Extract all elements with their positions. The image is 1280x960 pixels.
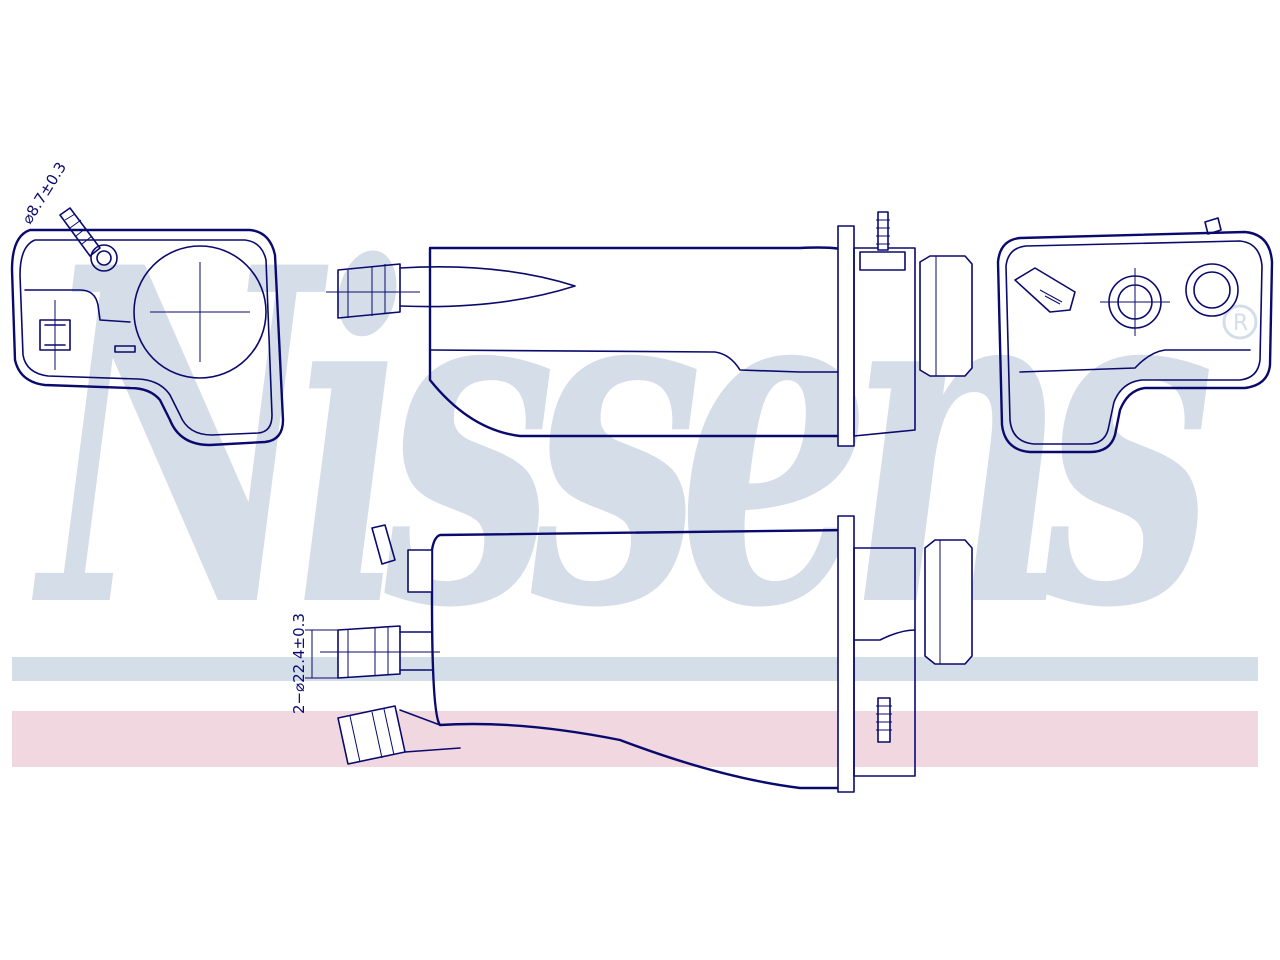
- outlet-diameter-dimension-line: [305, 629, 338, 679]
- side-view-cap: [919, 255, 973, 377]
- top-view-label-plate: [114, 345, 136, 353]
- end-view-cap: [1185, 263, 1239, 317]
- side-view-tank-body: [428, 246, 852, 438]
- top-view-outline: [10, 228, 285, 447]
- registered-mark-circle: [1222, 304, 1258, 340]
- end-view-cap-inner: [1193, 271, 1231, 309]
- side-view-bracket: [859, 251, 906, 271]
- registered-mark: R: [1233, 311, 1248, 336]
- end-view: [996, 217, 1274, 454]
- side-view-bottom: 2−⌀22.4±0.3: [290, 515, 973, 793]
- side-view-outlet-pipe: [399, 266, 576, 308]
- side-view-end-box: [853, 247, 916, 437]
- top-view-hose-fitting-inner: [96, 250, 112, 266]
- bottom-view-upper-outlet-neck: [399, 631, 433, 671]
- bottom-view-flange: [837, 515, 855, 793]
- top-view-fitting-stem: [59, 207, 101, 257]
- bottom-view-sensor-block: [407, 549, 433, 593]
- end-view-bleeder-screw: [1204, 217, 1222, 235]
- brand-watermark: Nissens R: [12, 169, 1258, 767]
- watermark-logo-text: Nissens: [30, 169, 1210, 709]
- side-view-bleeder-threads: [876, 219, 890, 245]
- side-view-bleeder-screw: [877, 211, 889, 251]
- end-view-sensor-detail: [1039, 289, 1063, 305]
- end-view-outline: [996, 230, 1274, 454]
- bottom-view-cap: [924, 539, 973, 665]
- top-view-fitting-threads: [64, 213, 93, 245]
- side-view-tank-step: [429, 349, 851, 373]
- side-view-outlet-nozzle: [337, 263, 401, 319]
- bottom-view-top-fitting: [371, 524, 396, 565]
- side-view-top: [326, 211, 973, 447]
- end-view-inner-outline: [1005, 240, 1263, 445]
- bottom-view-inner-step: [853, 629, 916, 641]
- side-view-flange: [837, 225, 855, 447]
- top-view-inner-ridge: [24, 289, 131, 323]
- side-view-outlet-rings: [347, 264, 386, 318]
- bottom-view-lower-outlet-rings: [349, 708, 395, 763]
- bottom-view-lower-outlet-neck: [399, 709, 461, 753]
- top-view-cap: [133, 245, 267, 379]
- watermark-band-bottom: [12, 711, 1258, 767]
- top-view-inner-outline: [19, 239, 273, 436]
- watermark-band-top: [12, 657, 1258, 681]
- bottom-view-end-box: [853, 547, 916, 777]
- outlet-diameter-label: 2−⌀22.4±0.3: [290, 613, 308, 714]
- bottom-view-bleeder-screw: [877, 697, 891, 743]
- bottom-view-bleeder-threads: [876, 705, 892, 731]
- end-view-ridge: [1019, 349, 1251, 373]
- top-view-hose-fitting: [90, 244, 118, 272]
